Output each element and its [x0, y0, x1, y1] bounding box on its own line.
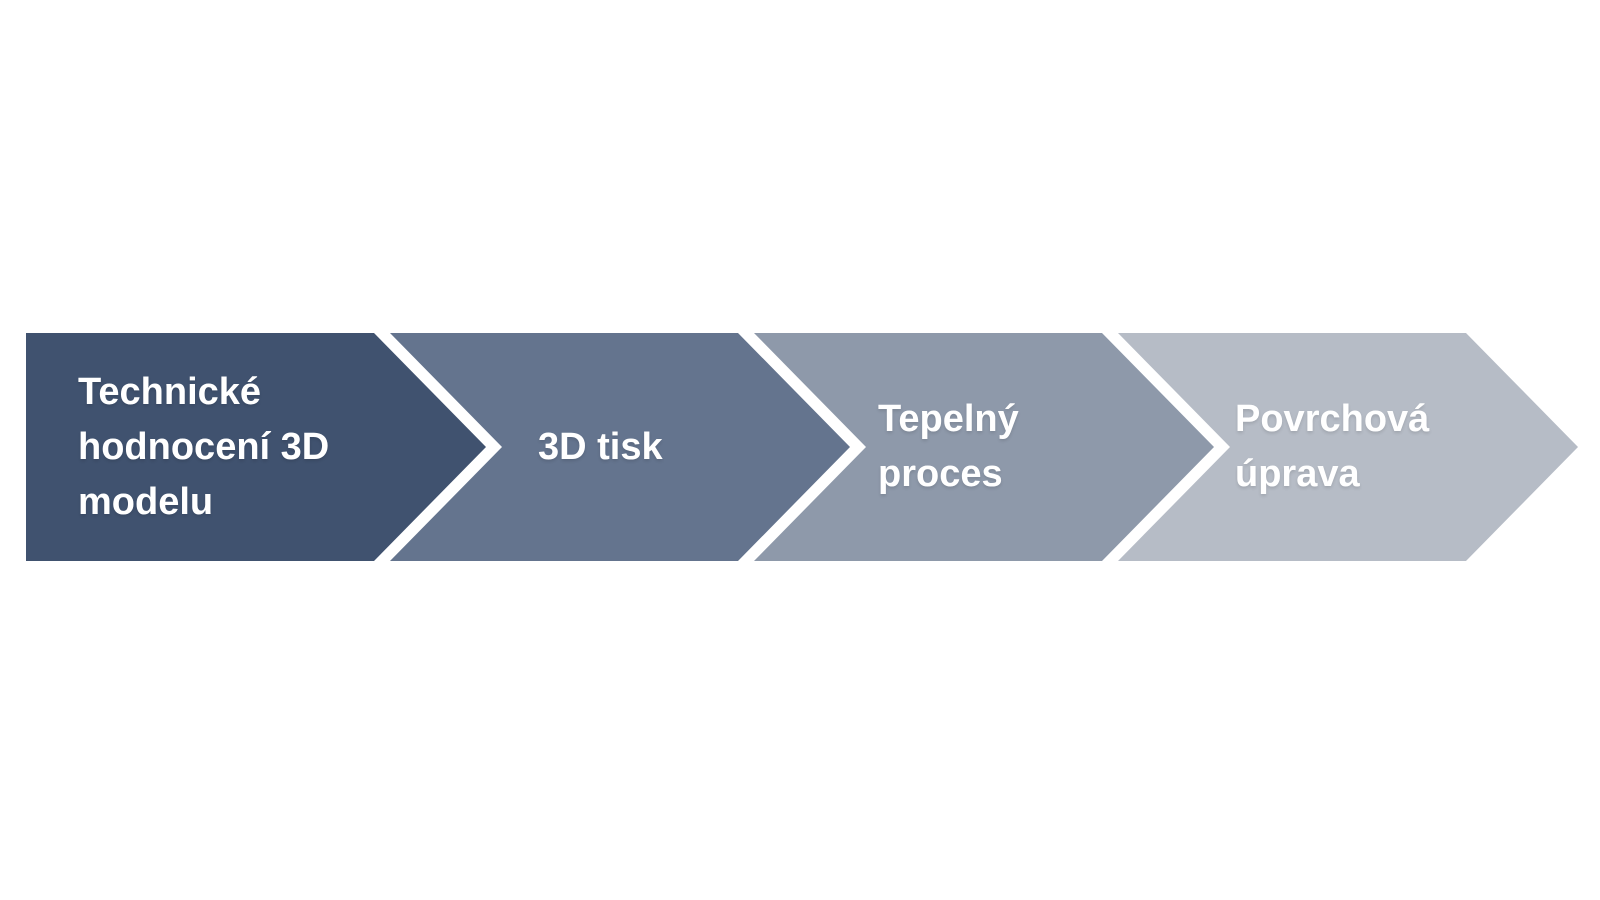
process-step-label: Povrchová úprava — [1118, 392, 1429, 502]
step-label-line: Povrchová — [1235, 398, 1430, 440]
process-step-label: Tepelný proces — [754, 392, 1019, 502]
process-step-1-chevron-arrow: Technické hodnocení 3D modelu — [26, 333, 486, 561]
step-label-line: úprava — [1235, 453, 1360, 495]
step-label-line: proces — [878, 453, 1003, 495]
step-label-line: hodnocení 3D — [78, 425, 330, 468]
process-step-label: Technické hodnocení 3D modelu — [26, 365, 329, 530]
step-label-line: modelu — [78, 480, 214, 523]
step-label-line: Tepelný — [878, 398, 1019, 440]
process-step-label: 3D tisk — [390, 420, 663, 475]
step-label-line: 3D tisk — [538, 425, 663, 468]
step-label-line: Technické — [78, 370, 262, 413]
